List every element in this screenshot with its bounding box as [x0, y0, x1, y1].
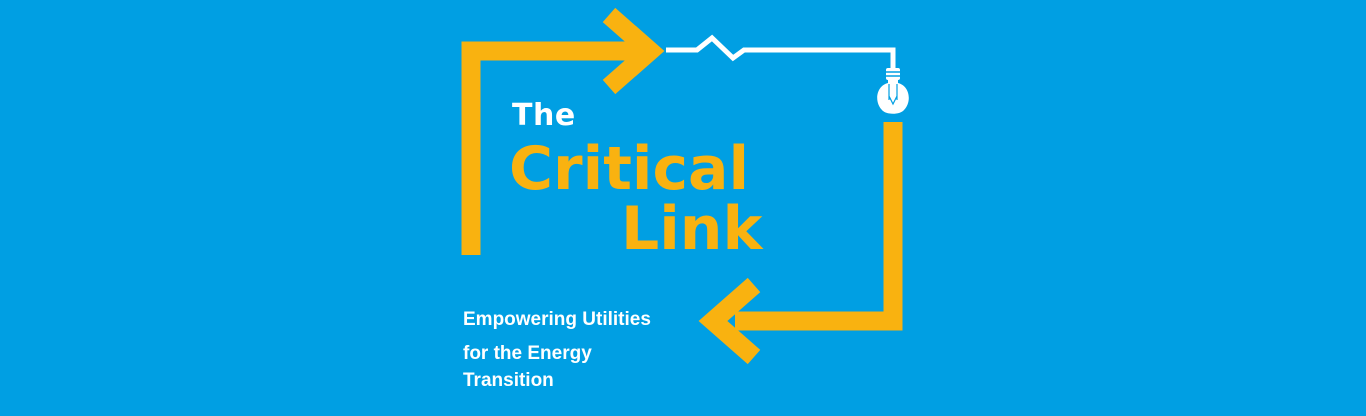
subtitle-line-2: for the Energy [463, 343, 592, 364]
light-bulb-icon [877, 68, 909, 114]
title-line-the: The [512, 98, 576, 133]
circuit-frame-right [735, 122, 903, 331]
arrow-right-icon [602, 7, 665, 95]
title-line-link: Link [621, 194, 763, 264]
circuit-frame-left [461, 41, 640, 255]
title-line-critical: Critical [509, 134, 750, 204]
zigzag-wire-icon [666, 34, 896, 68]
subtitle-line-3: Transition [463, 370, 554, 391]
arrow-left-icon [698, 277, 761, 365]
subtitle-line-1: Empowering Utilities [463, 309, 651, 330]
